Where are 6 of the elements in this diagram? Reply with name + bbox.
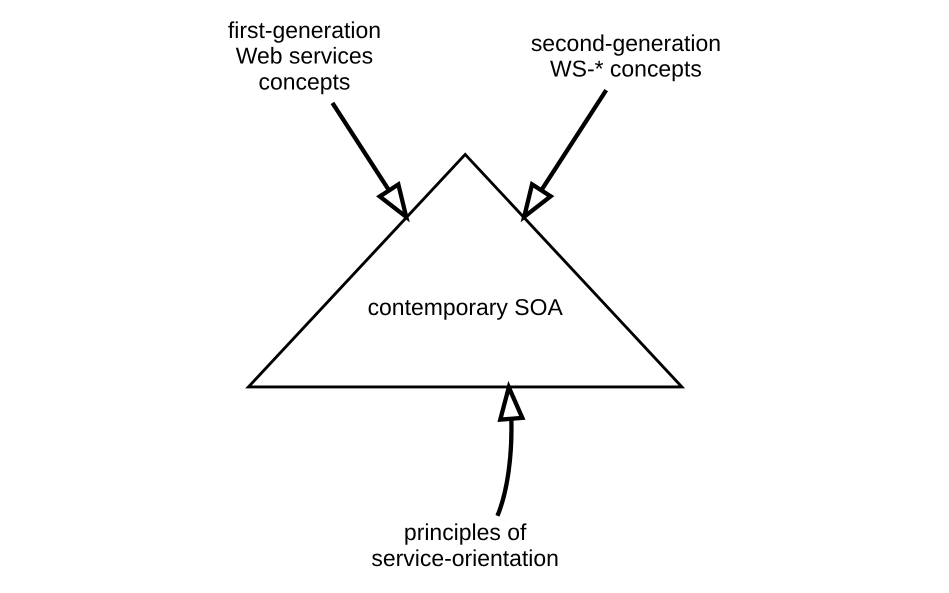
arrow: [520, 88, 608, 222]
arrow: [495, 380, 526, 517]
arrow: [330, 102, 410, 222]
node-text: second-generation WS-* concepts: [530, 30, 721, 82]
node-text: principles of service-orientation: [371, 519, 559, 572]
node-text: first-generation Web services concepts: [228, 16, 381, 95]
